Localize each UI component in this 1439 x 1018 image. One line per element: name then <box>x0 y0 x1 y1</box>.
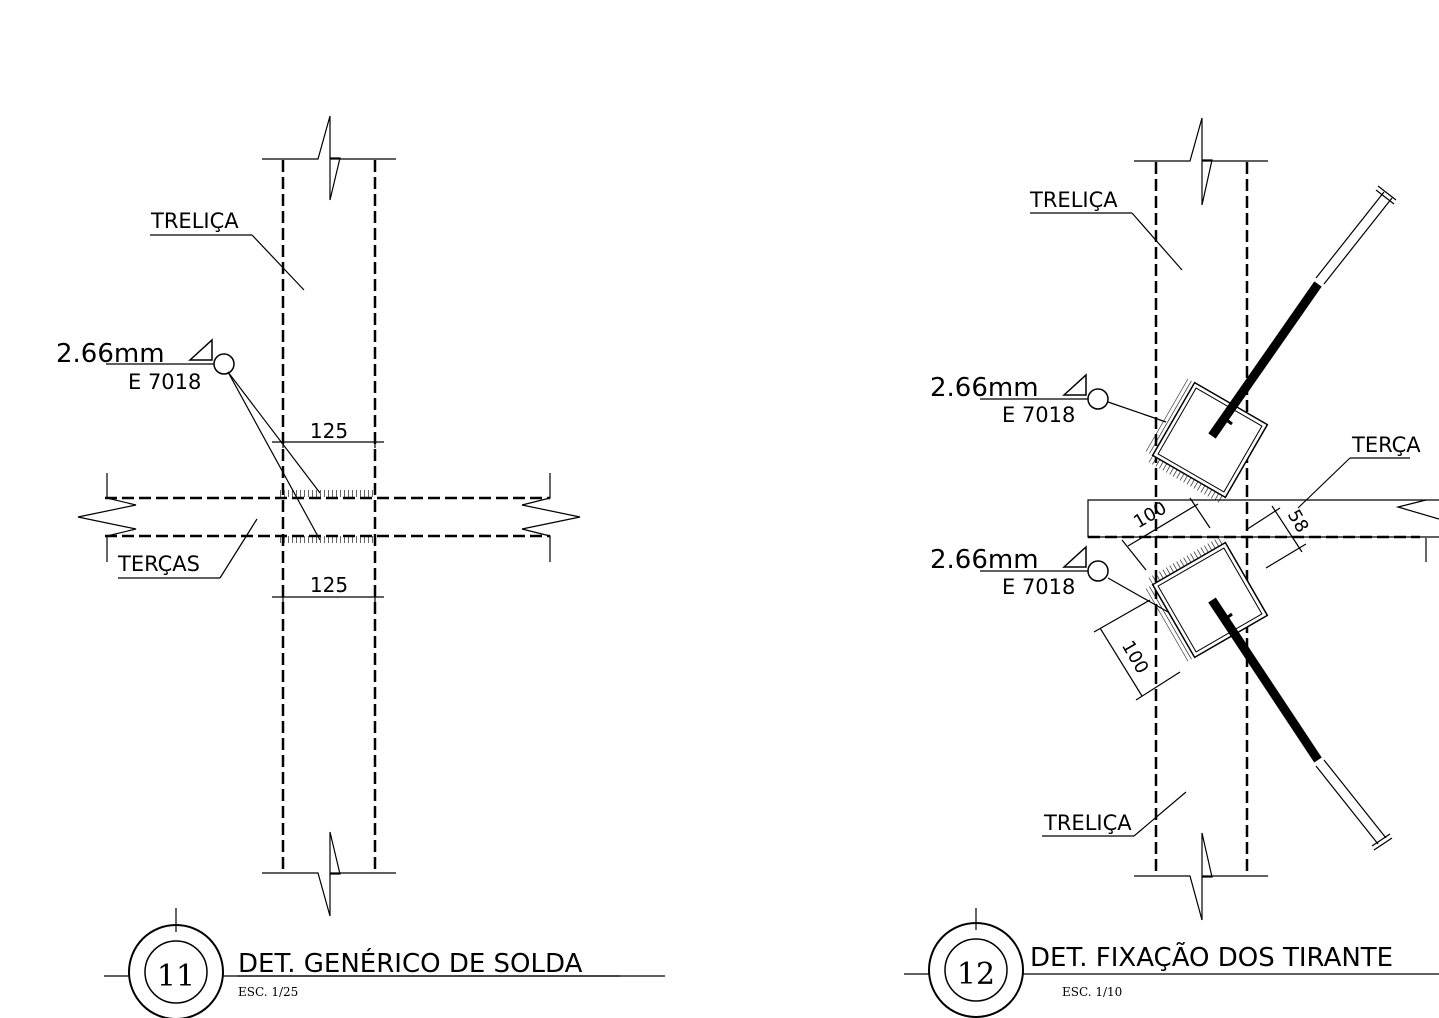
detail-11: 125 125 TRELIÇA TERÇAS 2.66mm E 7018 <box>56 115 665 1018</box>
tie-rod-upper <box>1208 185 1397 439</box>
purlin-label-text: TERÇA <box>1351 433 1421 457</box>
weld-symbol-12-upper: 2.66mm E 7018 <box>930 373 1167 427</box>
truss-label-11: TRELIÇA <box>150 209 305 291</box>
dimension-bottom-label: 125 <box>310 573 348 597</box>
detail-title-11: DET. GENÉRICO DE SOLDA <box>238 947 583 979</box>
electrode-2-text: E 7018 <box>1002 575 1075 599</box>
dimension-58-label: 58 <box>1283 506 1313 536</box>
truss-label-top-text: TRELIÇA <box>1029 188 1118 212</box>
electrode-1-text: E 7018 <box>1002 403 1075 427</box>
truss-label-bottom-text: TRELIÇA <box>1043 811 1132 835</box>
electrode-text: E 7018 <box>128 370 201 394</box>
detail-scale-12: ESC. 1/10 <box>1062 985 1122 999</box>
weld-size-2-text: 2.66mm <box>930 545 1039 575</box>
dimension-top-11: 125 <box>272 419 384 448</box>
truss-member-12 <box>1134 117 1268 921</box>
detail-12: 100 100 58 TRELIÇA TRELIÇA <box>904 117 1439 1018</box>
weld-all-around-icon <box>213 353 235 375</box>
gusset-plate-lower <box>1145 535 1269 662</box>
purlin-label-12: TERÇA <box>1297 433 1421 509</box>
fillet-weld-icon <box>188 338 213 361</box>
truss-member-11 <box>262 115 396 917</box>
purlins-label-11: TERÇAS <box>117 518 258 579</box>
detail-number-12: 12 <box>957 957 995 992</box>
fillet-weld-icon <box>1062 545 1087 568</box>
title-block-12: 12 DET. FIXAÇÃO DOS TIRANTE ESC. 1/10 <box>904 908 1439 1018</box>
weld-all-around-icon <box>1087 560 1109 582</box>
dimension-100-b-label: 100 <box>1117 637 1152 677</box>
weld-all-around-icon <box>1087 388 1109 410</box>
dimension-bottom-11: 125 <box>272 573 384 603</box>
truss-label-text: TRELIÇA <box>150 209 239 233</box>
truss-label-12-bottom: TRELIÇA <box>1042 791 1187 837</box>
weld-symbol-12-lower: 2.66mm E 7018 <box>930 545 1169 613</box>
tie-rod-lower <box>1208 597 1393 851</box>
gusset-plate-upper <box>1145 378 1269 505</box>
weld-size-1-text: 2.66mm <box>930 373 1039 403</box>
weld-bead-top-11 <box>280 490 376 497</box>
title-block-11: 11 DET. GENÉRICO DE SOLDA ESC. 1/25 <box>104 908 665 1018</box>
detail-title-12: DET. FIXAÇÃO DOS TIRANTE <box>1030 941 1393 973</box>
weld-bead-bottom-11 <box>280 536 376 543</box>
detail-scale-11: ESC. 1/25 <box>238 985 298 999</box>
fillet-weld-icon <box>1062 373 1087 396</box>
truss-label-12-top: TRELIÇA <box>1029 188 1183 271</box>
purlins-label-text: TERÇAS <box>117 552 200 576</box>
weld-symbol-11: 2.66mm E 7018 <box>56 338 321 541</box>
detail-number-11: 11 <box>157 959 195 994</box>
dimension-100-a-label: 100 <box>1130 498 1170 533</box>
purlin-member-11 <box>77 473 581 562</box>
dimension-top-label: 125 <box>310 419 348 443</box>
